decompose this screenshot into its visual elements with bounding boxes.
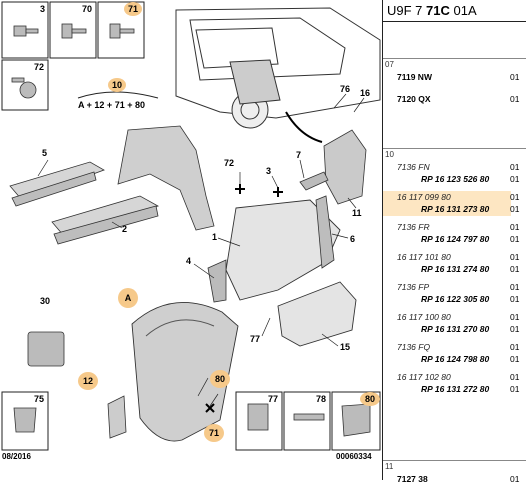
- label-16: 16: [360, 88, 371, 98]
- highlighted-part: [383, 191, 511, 216]
- label-77b: 77: [268, 394, 279, 404]
- section-separator: [383, 460, 526, 461]
- footer-date: 08/2016: [2, 452, 31, 461]
- label-4: 4: [186, 256, 192, 266]
- part-quantity: 01: [510, 72, 520, 82]
- label-30: 30: [40, 296, 51, 306]
- label-75: 75: [34, 394, 45, 404]
- section-separator: [383, 58, 526, 59]
- part-reference[interactable]: 7136 FP: [397, 282, 430, 292]
- part-reference[interactable]: 7136 FR: [397, 222, 430, 232]
- section-number: 11: [385, 462, 394, 471]
- label-12-bubble: 12: [78, 372, 98, 390]
- label-15: 15: [340, 342, 351, 352]
- page-code-header: U9F 7 71C 01A: [383, 0, 526, 22]
- part-reference[interactable]: RP 16 124 797 80: [421, 233, 490, 244]
- part-reference[interactable]: 16 117 102 80: [397, 372, 451, 382]
- part-quantity: 01: [510, 162, 520, 172]
- part-reference[interactable]: 16 117 100 80: [397, 312, 451, 322]
- part-quantity: 01: [510, 312, 520, 322]
- formula: A + 12 + 71 + 80: [78, 100, 145, 110]
- part-reference[interactable]: RP 16 122 305 80: [421, 293, 490, 304]
- label-5: 5: [42, 148, 48, 158]
- part-reference[interactable]: RP 16 123 526 80: [421, 173, 490, 184]
- box-71: [97, 1, 145, 59]
- part-reference[interactable]: 7120 QX: [397, 94, 431, 104]
- label-7: 7: [296, 150, 302, 160]
- label-80b-bubble: 80: [360, 392, 380, 406]
- part-reference[interactable]: 7119 NW: [397, 72, 432, 82]
- label-3: 3: [40, 4, 46, 14]
- part-quantity: 01: [510, 94, 520, 104]
- box-75: [1, 391, 49, 451]
- part-reference[interactable]: 7127 38: [397, 474, 428, 484]
- box-70: [49, 1, 97, 59]
- part-reference[interactable]: 16 117 101 80: [397, 252, 451, 262]
- part-quantity: 01: [510, 252, 520, 262]
- part-quantity: 01: [510, 342, 520, 352]
- part-quantity: 01: [510, 173, 520, 184]
- box-72: [1, 59, 49, 111]
- label-1: 1: [212, 232, 218, 242]
- label-71b-bubble: 71: [204, 424, 224, 442]
- part-quantity: 01: [510, 372, 520, 382]
- label-10-bubble: 10: [108, 78, 126, 92]
- part-quantity: 01: [510, 474, 520, 484]
- box-80: [331, 391, 381, 451]
- label-70: 70: [82, 4, 93, 14]
- label-72: 72: [34, 62, 45, 72]
- part-reference[interactable]: RP 16 131 272 80: [421, 383, 490, 394]
- part-reference[interactable]: 7136 FQ: [397, 342, 431, 352]
- label-72b: 72: [224, 158, 235, 168]
- label-77: 77: [250, 334, 261, 344]
- label-A-bubble: A: [118, 288, 138, 308]
- part-quantity: 01: [510, 233, 520, 244]
- diagram-drawing: [1, 1, 381, 451]
- label-11: 11: [352, 208, 362, 218]
- label-3b: 3: [266, 166, 272, 176]
- part-reference[interactable]: 7136 FN: [397, 162, 430, 172]
- part-quantity: 01: [510, 192, 520, 202]
- part-reference[interactable]: RP 16 131 273 80: [421, 203, 490, 214]
- part-quantity: 01: [510, 203, 520, 214]
- part-quantity: 01: [510, 282, 520, 292]
- part-quantity: 01: [510, 293, 520, 304]
- part-reference[interactable]: RP 16 131 274 80: [421, 263, 490, 274]
- part-reference[interactable]: 16 117 099 80: [397, 192, 451, 202]
- part-quantity: 01: [510, 222, 520, 232]
- label-71-bubble: 71: [124, 2, 142, 16]
- part-quantity: 01: [510, 383, 520, 394]
- box-78: [283, 391, 331, 451]
- section-number: 07: [385, 60, 394, 69]
- parts-diagram: 3 70 71 72 10 A + 12 + 71 + 80 5 2 72 3 …: [1, 0, 383, 480]
- label-80-bubble: 80: [210, 370, 230, 388]
- label-6: 6: [350, 234, 356, 244]
- label-2: 2: [122, 224, 128, 234]
- label-76: 76: [340, 84, 351, 94]
- label-78: 78: [316, 394, 327, 404]
- part-quantity: 01: [510, 263, 520, 274]
- section-separator: [383, 148, 526, 149]
- part-reference[interactable]: RP 16 124 798 80: [421, 353, 490, 364]
- part-reference[interactable]: RP 16 131 270 80: [421, 323, 490, 334]
- box-77: [235, 391, 283, 451]
- part-quantity: 01: [510, 353, 520, 364]
- box-3: [1, 1, 49, 59]
- part-quantity: 01: [510, 323, 520, 334]
- footer-ref: 00060334: [336, 452, 372, 461]
- section-number: 10: [385, 150, 394, 159]
